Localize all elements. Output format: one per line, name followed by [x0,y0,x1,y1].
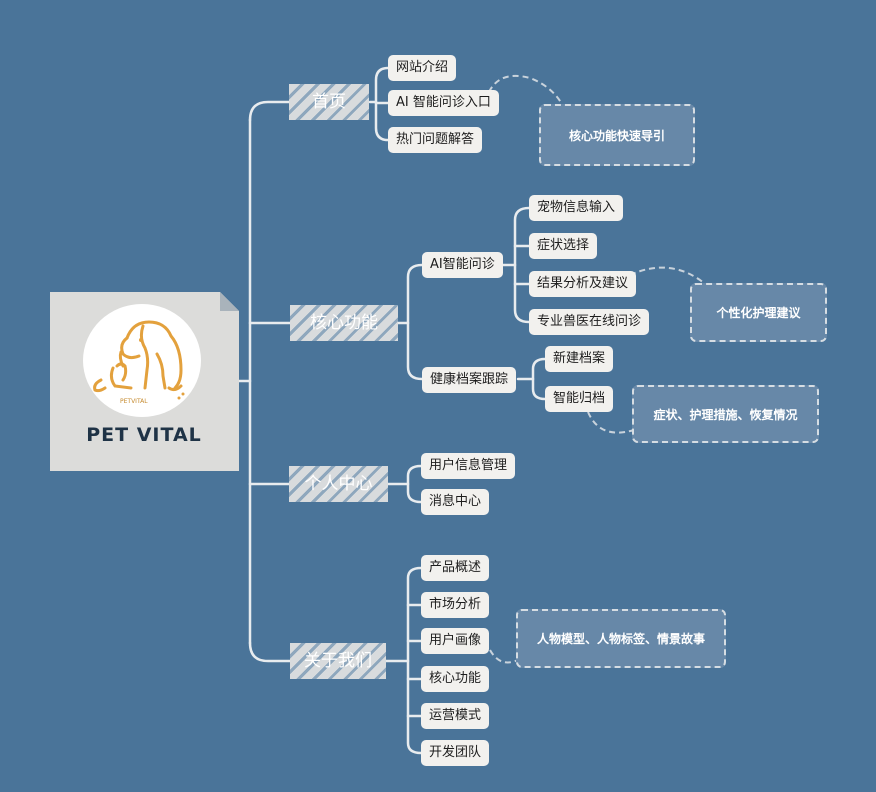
node-message-center[interactable]: 消息中心 [421,489,490,515]
note-persona-details: 人物模型、人物标签、情景故事 [516,609,726,668]
node-about-core[interactable]: 核心功能 [421,666,490,692]
node-user-persona[interactable]: 用户画像 [421,628,490,654]
node-user-info[interactable]: 用户信息管理 [421,453,516,479]
node-symptom-select[interactable]: 症状选择 [529,233,598,259]
logo-small-text: PETVITAL [120,398,148,405]
pet-silhouette-icon [93,320,185,400]
node-site-intro[interactable]: 网站介绍 [388,55,457,81]
node-dev-team[interactable]: 开发团队 [421,740,490,766]
node-operation-model[interactable]: 运营模式 [421,703,490,729]
branch-about-us[interactable]: 关于我们 [290,643,386,679]
node-result-analysis[interactable]: 结果分析及建议 [529,271,637,297]
node-vet-online[interactable]: 专业兽医在线问诊 [529,309,650,335]
logo-title: PET VITAL [86,424,202,446]
branch-core-functions[interactable]: 核心功能 [290,305,398,341]
node-smart-archive[interactable]: 智能归档 [545,386,614,412]
branch-home[interactable]: 首页 [289,84,369,120]
node-ai-consult[interactable]: AI智能问诊 [422,252,503,278]
node-new-record[interactable]: 新建档案 [545,346,614,372]
note-home-quick-guide: 核心功能快速导引 [539,104,695,166]
node-market-analysis[interactable]: 市场分析 [421,592,490,618]
note-archive-details: 症状、护理措施、恢复情况 [632,385,819,443]
node-pet-info-input[interactable]: 宠物信息输入 [529,195,624,221]
node-ai-entry[interactable]: AI 智能问诊入口 [388,90,499,116]
pet-vital-logo [83,304,201,417]
node-hot-questions[interactable]: 热门问题解答 [388,127,483,153]
node-health-records[interactable]: 健康档案跟踪 [422,367,517,393]
node-product-overview[interactable]: 产品概述 [421,555,490,581]
branch-personal-center[interactable]: 个人中心 [289,466,388,502]
note-care-advice: 个性化护理建议 [690,283,827,342]
